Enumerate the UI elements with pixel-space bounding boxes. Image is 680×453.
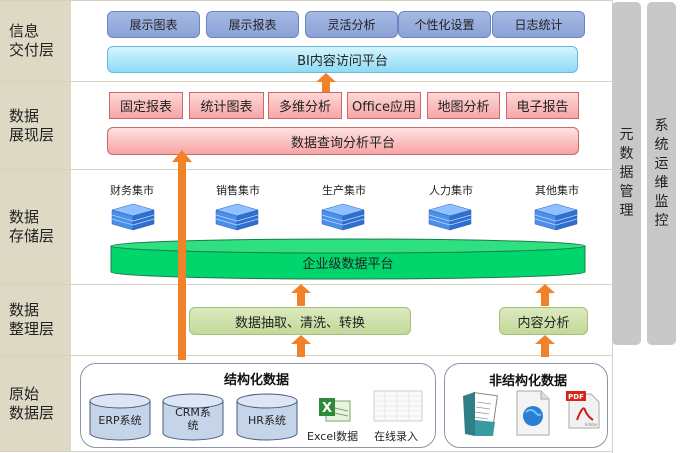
enterprise-platform-cylinder[interactable] bbox=[110, 238, 586, 280]
metadata-management-label: 元数据管理 bbox=[619, 127, 634, 219]
data-cube-icon bbox=[111, 203, 155, 231]
presentation-button[interactable]: 电子报告 bbox=[506, 92, 579, 119]
database-cylinder-icon bbox=[162, 393, 224, 441]
svg-text:PDF: PDF bbox=[568, 393, 584, 401]
layer-label-text: 数据 展现层 bbox=[9, 106, 55, 144]
up-arrow-icon bbox=[535, 284, 555, 306]
layer-label: 数据 展现层 bbox=[0, 82, 71, 169]
delivery-button[interactable]: 展示报表 bbox=[206, 11, 299, 38]
up-arrow-icon bbox=[316, 73, 336, 92]
online-entry-label: 在线录入 bbox=[374, 430, 418, 443]
data-cube-icon bbox=[534, 203, 578, 231]
presentation-button[interactable]: 地图分析 bbox=[427, 92, 500, 119]
presentation-button[interactable]: Office应用 bbox=[347, 92, 421, 119]
presentation-button[interactable]: 固定报表 bbox=[109, 92, 183, 119]
big-up-arrow-icon bbox=[172, 150, 192, 360]
data-cube-icon bbox=[428, 203, 472, 231]
database-cylinder-icon bbox=[89, 393, 151, 441]
layer-label: 原始 数据层 bbox=[0, 356, 71, 452]
layer-storage: 数据 存储层 bbox=[0, 169, 612, 284]
svg-text:Adobe: Adobe bbox=[585, 422, 598, 427]
up-arrow-icon bbox=[291, 284, 311, 306]
etl-bar[interactable]: 数据抽取、清洗、转换 bbox=[189, 307, 411, 335]
mart-label: 财务集市 bbox=[110, 184, 154, 197]
presentation-button[interactable]: 统计图表 bbox=[189, 92, 264, 119]
delivery-button[interactable]: 展示图表 bbox=[107, 11, 200, 38]
layer-label: 信息 交付层 bbox=[0, 1, 71, 81]
layer-label: 数据 整理层 bbox=[0, 285, 71, 355]
db-label: CRM系 统 bbox=[175, 406, 211, 432]
layer-raw: 原始 数据层 bbox=[0, 355, 612, 452]
up-arrow-icon bbox=[291, 335, 311, 357]
spreadsheet-form-icon bbox=[373, 390, 423, 422]
mart-label: 销售集市 bbox=[216, 184, 260, 197]
up-arrow-icon bbox=[535, 335, 555, 357]
web-file-icon bbox=[516, 390, 550, 436]
db-label: HR系统 bbox=[248, 414, 286, 427]
database-cylinder-icon bbox=[236, 393, 298, 441]
data-cube-icon bbox=[321, 203, 365, 231]
mart-label: 生产集市 bbox=[322, 184, 366, 197]
layer-processing: 数据 整理层 bbox=[0, 284, 612, 355]
document-folder-icon bbox=[463, 391, 498, 436]
svg-text:X: X bbox=[322, 401, 332, 416]
layer-delivery: 信息 交付层 bbox=[0, 0, 612, 81]
excel-icon: X bbox=[319, 398, 351, 422]
query-platform-bar[interactable]: 数据查询分析平台 bbox=[107, 127, 579, 155]
pdf-icon: PDF Adobe bbox=[566, 391, 600, 429]
unstructured-data-title: 非结构化数据 bbox=[489, 374, 568, 389]
metadata-management-bar[interactable]: 元数据管理 bbox=[612, 2, 641, 345]
delivery-button[interactable]: 个性化设置 bbox=[398, 11, 491, 38]
layer-label: 数据 存储层 bbox=[0, 170, 71, 284]
structured-data-title: 结构化数据 bbox=[224, 373, 290, 388]
db-label: ERP系统 bbox=[98, 414, 142, 427]
enterprise-platform-label: 企业级数据平台 bbox=[302, 256, 394, 272]
mart-label: 人力集市 bbox=[429, 184, 473, 197]
layer-label-text: 原始 数据层 bbox=[9, 385, 55, 422]
layer-label-text: 数据 整理层 bbox=[9, 301, 55, 338]
system-ops-monitoring-label: 系统运维监控 bbox=[654, 117, 669, 229]
frame-border bbox=[0, 451, 612, 452]
layer-label-text: 数据 存储层 bbox=[9, 208, 55, 245]
layer-label-text: 信息 交付层 bbox=[9, 22, 55, 59]
data-cube-icon bbox=[215, 203, 259, 231]
mart-label: 其他集市 bbox=[535, 184, 579, 197]
delivery-button[interactable]: 日志统计 bbox=[492, 11, 585, 38]
system-ops-monitoring-bar[interactable]: 系统运维监控 bbox=[647, 2, 676, 345]
layer-presentation: 数据 展现层 bbox=[0, 81, 612, 169]
content-analysis-bar[interactable]: 内容分析 bbox=[499, 307, 588, 335]
delivery-button[interactable]: 灵活分析 bbox=[305, 11, 398, 38]
bi-platform-bar[interactable]: BI内容访问平台 bbox=[107, 46, 578, 73]
excel-label: Excel数据 bbox=[307, 430, 359, 443]
presentation-button[interactable]: 多维分析 bbox=[268, 92, 342, 119]
